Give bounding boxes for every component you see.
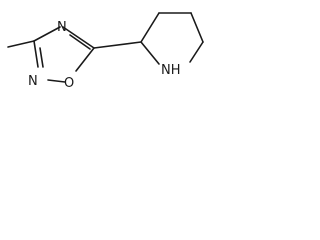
methyl-bond: [7, 40, 35, 48]
bond-n4-c5: [62, 26, 95, 49]
bond-c3-n2: [33, 40, 39, 68]
structure-diagram: N N O NH: [0, 0, 214, 102]
molecule-drawing: N N O NH: [7, 12, 204, 91]
bond-c4-c5: [190, 12, 204, 43]
bond-c2-c3: [140, 12, 160, 43]
atom-n-top: N: [57, 20, 67, 35]
bond-c2-n1: [140, 41, 160, 65]
atom-n-bottom: N: [28, 74, 38, 89]
bond-ring-link: [93, 41, 142, 49]
bond-c3-n4: [33, 26, 61, 42]
bond-c3-n2-double: [39, 47, 44, 68]
bond-n4-c5-double: [69, 34, 91, 50]
bond-o1-n2: [47, 79, 66, 83]
atom-nh: NH: [161, 63, 181, 78]
bond-c5-n1: [189, 41, 204, 63]
atom-o: O: [64, 76, 74, 91]
bond-c5-o1: [75, 47, 95, 72]
